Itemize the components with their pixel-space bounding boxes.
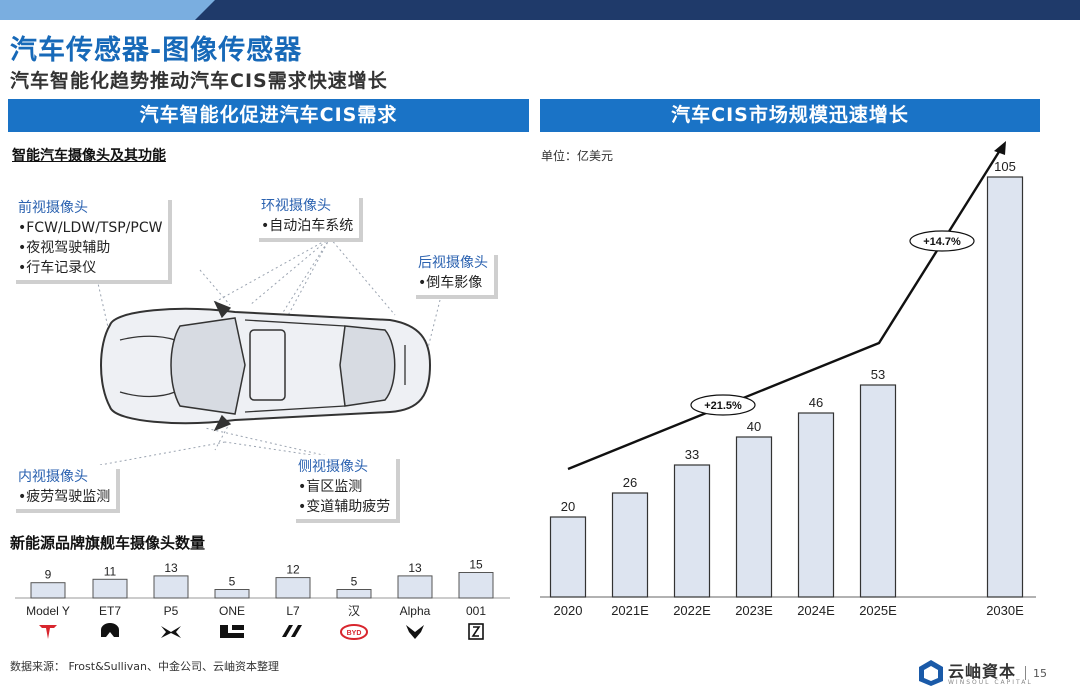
cis-bar — [673, 464, 711, 598]
brand-bar — [214, 589, 250, 599]
growth-arrow-head — [994, 141, 1006, 155]
brand-bar — [275, 577, 311, 599]
growth-rate-label: +14.7% — [923, 236, 961, 248]
li-auto-logo-icon — [220, 625, 244, 638]
cis-category-label: 2022E — [673, 603, 711, 618]
cis-value-label: 20 — [561, 499, 575, 514]
cis-bar — [986, 176, 1024, 598]
brand-category-label: ET7 — [99, 604, 121, 618]
brand-bar — [336, 589, 372, 599]
brand-category-label: L7 — [286, 604, 300, 618]
rear-camera-title: 后视摄像头 — [418, 255, 488, 271]
brand-category-label: ONE — [219, 604, 245, 618]
logo-mark-icon — [919, 660, 943, 686]
cis-bar — [797, 412, 835, 598]
brand-category-label: 汉 — [348, 604, 360, 618]
cis-value-label: 53 — [871, 367, 885, 382]
cis-value-label: 26 — [623, 475, 637, 490]
cis-category-label: 2023E — [735, 603, 773, 618]
side-camera-callout: 侧视摄像头 •盲区监测 •变道辅助疲劳 — [292, 455, 397, 519]
side-camera-title: 侧视摄像头 — [298, 459, 368, 475]
page-title: 汽车传感器-图像传感器 — [10, 35, 303, 66]
byd-logo-icon — [340, 624, 368, 640]
cis-bar — [549, 516, 587, 598]
arcfox-logo-icon — [406, 625, 424, 639]
front-camera-item: •行车记录仪 — [18, 260, 97, 276]
cis-bar — [611, 492, 649, 598]
page-subtitle: 汽车智能化趋势推动汽车CIS需求快速增长 — [10, 70, 388, 92]
zeekr-logo-mark — [471, 626, 481, 637]
brand-category-label: Model Y — [26, 604, 70, 618]
brand-value-label: 11 — [104, 564, 117, 578]
growth-rate-label: +21.5% — [704, 400, 742, 412]
brand-category-label: 001 — [466, 604, 486, 618]
right-banner: 汽车CIS市场规模迅速增长 — [540, 99, 1040, 132]
interior-camera-callout: 内视摄像头 •疲劳驾驶监测 — [12, 465, 117, 509]
brand-category-label: P5 — [164, 604, 179, 618]
brand-bar — [153, 575, 189, 599]
brand-bar — [30, 582, 66, 599]
brand-value-label: 5 — [229, 575, 236, 589]
brand-bar — [92, 578, 128, 599]
rear-camera-item: •倒车影像 — [418, 275, 483, 291]
section-cameras-title: 智能汽车摄像头及其功能 — [12, 148, 166, 164]
cis-bar — [859, 384, 897, 598]
cis-category-label: 2021E — [611, 603, 649, 618]
cis-value-label: 46 — [809, 395, 823, 410]
nio-logo-icon — [101, 623, 119, 637]
growth-badge — [909, 230, 975, 252]
car-illustration — [94, 237, 441, 466]
front-camera-item: •FCW/LDW/TSP/PCW — [18, 220, 163, 236]
growth-trend-line — [567, 146, 1004, 471]
brand-value-label: 12 — [286, 563, 300, 577]
cis-value-label: 40 — [747, 419, 761, 434]
rear-camera-callout: 后视摄像头 •倒车影像 — [412, 251, 494, 295]
surround-camera-item: •自动泊车系统 — [261, 218, 354, 234]
front-camera-callout: 前视摄像头 •FCW/LDW/TSP/PCW •夜视驾驶辅助 •行车记录仪 — [12, 196, 169, 280]
interior-camera-item: •疲劳驾驶监测 — [18, 489, 111, 505]
brand-bar — [458, 572, 494, 599]
logo-subtext: WINSOUL CAPITAL — [948, 679, 1033, 686]
top-bar — [0, 0, 1080, 20]
interior-camera-title: 内视摄像头 — [18, 469, 88, 485]
brand-value-label: 5 — [351, 575, 358, 589]
cis-category-label: 2030E — [986, 603, 1024, 618]
brand-value-label: 13 — [408, 561, 422, 575]
brand-bar — [397, 575, 433, 599]
growth-badge — [690, 394, 756, 416]
page-divider — [1025, 666, 1026, 680]
side-camera-item: •盲区监测 — [298, 479, 363, 495]
cis-category-label: 2025E — [859, 603, 897, 618]
byd-logo-text: BYD — [347, 630, 362, 637]
xpeng-logo-icon — [161, 626, 181, 638]
left-banner: 汽车智能化促进汽车CIS需求 — [8, 99, 529, 132]
source-note: 数据来源： Frost&Sullivan、中金公司、云岫资本整理 — [10, 660, 279, 673]
tesla-logo-icon — [39, 625, 57, 639]
cis-bar — [735, 436, 773, 598]
brand-category-label: Alpha — [400, 604, 431, 618]
section-brands-title: 新能源品牌旗舰车摄像头数量 — [10, 534, 206, 552]
brand-value-label: 9 — [45, 568, 52, 582]
cis-category-label: 2020 — [554, 603, 583, 618]
cis-category-label: 2024E — [797, 603, 835, 618]
cis-value-label: 33 — [685, 447, 699, 462]
im-logo-icon — [282, 625, 302, 637]
winsoul-logo: 云岫資本 WINSOUL CAPITAL — [918, 657, 1038, 689]
page-number: 15 — [1033, 667, 1047, 680]
cis-value-label: 105 — [994, 159, 1016, 174]
front-camera-title: 前视摄像头 — [18, 200, 88, 216]
brand-value-label: 15 — [469, 558, 483, 572]
side-camera-item: •变道辅助疲劳 — [298, 499, 391, 515]
surround-camera-callout: 环视摄像头 •自动泊车系统 — [255, 194, 360, 238]
surround-camera-title: 环视摄像头 — [261, 198, 331, 214]
zeekr-logo-icon — [468, 623, 484, 640]
unit-label: 单位：亿美元 — [541, 149, 614, 163]
brand-value-label: 13 — [164, 561, 178, 575]
logo-text: 云岫資本 — [948, 662, 1017, 681]
cis-market-chart: 202020262021E332022E402023E462024E532025… — [540, 141, 1036, 618]
front-camera-item: •夜视驾驶辅助 — [18, 240, 111, 256]
